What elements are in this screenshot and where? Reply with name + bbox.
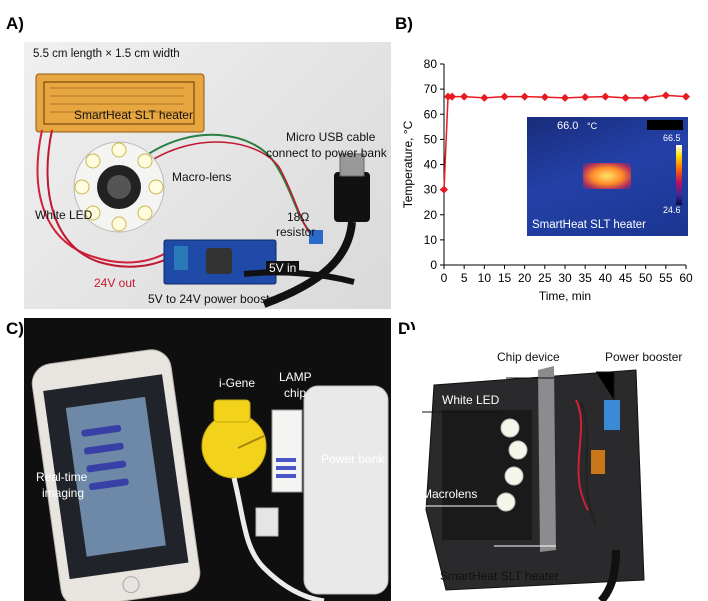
panel-d-photo bbox=[406, 330, 702, 601]
x-tick-label: 15 bbox=[498, 271, 512, 285]
white-led-label: White LED bbox=[35, 208, 93, 222]
heater-d-label: SmartHeat SLT heater bbox=[440, 569, 559, 583]
panel-d-illustration bbox=[414, 366, 645, 601]
thermal-scale-min: 24.6 bbox=[663, 205, 681, 215]
y-tick-label: 60 bbox=[424, 107, 438, 121]
x-tick-label: 10 bbox=[478, 271, 492, 285]
data-point bbox=[448, 92, 457, 101]
panel-a-photo bbox=[24, 42, 391, 309]
thermal-hotspot bbox=[583, 163, 631, 189]
y-tick-label: 80 bbox=[424, 57, 438, 71]
power-bank-label: Power bank bbox=[321, 452, 385, 466]
data-point bbox=[444, 92, 453, 101]
thermal-temp-unit: °C bbox=[587, 121, 598, 131]
usb-cable-label-2: connect to power bank bbox=[266, 146, 387, 160]
thermal-colorbar bbox=[676, 145, 682, 205]
x-tick-label: 45 bbox=[619, 271, 633, 285]
x-tick-label: 60 bbox=[679, 271, 693, 285]
x-tick-label: 0 bbox=[441, 271, 448, 285]
realtime-label-1: Real-time bbox=[36, 470, 88, 484]
heater-name-label: SmartHeat SLT heater bbox=[74, 108, 193, 122]
data-point bbox=[440, 185, 448, 194]
panel-b-letter: B) bbox=[395, 14, 413, 33]
x-tick-label: 30 bbox=[558, 271, 572, 285]
thermal-scale-max: 66.5 bbox=[663, 133, 681, 143]
data-point bbox=[641, 93, 650, 102]
x-tick-label: 5 bbox=[461, 271, 468, 285]
heater-strip bbox=[35, 73, 205, 133]
panel-c-photo bbox=[24, 318, 391, 601]
data-point bbox=[460, 92, 469, 101]
igene-device bbox=[201, 413, 267, 479]
y-tick-label: 20 bbox=[424, 208, 438, 222]
lamp-chip bbox=[271, 409, 303, 493]
chart-y-axis-label: Temperature, °C bbox=[401, 120, 415, 208]
chart-x-axis-label: Time, min bbox=[539, 289, 591, 303]
data-point bbox=[561, 93, 569, 102]
y-tick-label: 30 bbox=[424, 183, 438, 197]
power-bank bbox=[303, 385, 389, 595]
y-tick-label: 40 bbox=[424, 158, 438, 172]
x-tick-label: 25 bbox=[538, 271, 552, 285]
panel-a-illustration bbox=[35, 73, 370, 308]
lamp-label-2: chip bbox=[284, 386, 307, 400]
data-point bbox=[520, 92, 529, 101]
v-out-label: 24V out bbox=[94, 276, 136, 290]
data-point bbox=[540, 93, 549, 102]
data-point bbox=[601, 92, 610, 101]
resistor-value-label: 18Ω bbox=[287, 210, 310, 224]
x-tick-label: 40 bbox=[599, 271, 613, 285]
macro-lens-label: Macro-lens bbox=[172, 170, 232, 184]
y-tick-label: 0 bbox=[430, 258, 437, 272]
usb-cable-label-1: Micro USB cable bbox=[286, 130, 376, 144]
heater-size-label: 5.5 cm length × 1.5 cm width bbox=[33, 48, 180, 60]
thermal-inset: 66.0 °C 66.5 24.6 SmartHeat SLT heater bbox=[527, 117, 688, 236]
data-point bbox=[480, 93, 489, 102]
panel-a-letter: A) bbox=[6, 14, 24, 33]
chip-device-label: Chip device bbox=[497, 350, 560, 364]
data-point bbox=[661, 91, 670, 100]
power-booster-label: Power booster bbox=[605, 350, 683, 364]
y-tick-label: 50 bbox=[424, 132, 438, 146]
data-point bbox=[581, 93, 590, 102]
thermal-caption: SmartHeat SLT heater bbox=[532, 219, 646, 231]
y-tick-label: 10 bbox=[424, 233, 438, 247]
x-tick-label: 20 bbox=[518, 271, 532, 285]
v-in-label: 5V in bbox=[266, 261, 300, 275]
macrolens-label: Macrolens bbox=[422, 487, 478, 501]
data-point bbox=[500, 92, 509, 101]
x-tick-label: 35 bbox=[578, 271, 592, 285]
chip-slot bbox=[538, 366, 556, 552]
data-point bbox=[682, 92, 690, 101]
thermal-black-box bbox=[647, 120, 683, 130]
realtime-label-2: imaging bbox=[42, 486, 85, 500]
igene-label: i-Gene bbox=[219, 376, 256, 390]
y-tick-label: 70 bbox=[424, 82, 438, 96]
booster-module bbox=[604, 400, 620, 430]
white-led-d-label: White LED bbox=[442, 393, 500, 407]
x-tick-label: 55 bbox=[659, 271, 673, 285]
usb-plug bbox=[334, 172, 370, 222]
x-tick-label: 50 bbox=[639, 271, 653, 285]
panel-c-letter: C) bbox=[6, 319, 24, 338]
thermal-temp-readout: 66.0 bbox=[557, 120, 579, 132]
booster-label: 5V to 24V power booster bbox=[148, 292, 281, 306]
panel-c-illustration bbox=[31, 349, 389, 601]
data-point bbox=[621, 93, 630, 102]
lamp-label-1: LAMP bbox=[279, 370, 312, 384]
resistor-label: resistor bbox=[276, 225, 316, 239]
